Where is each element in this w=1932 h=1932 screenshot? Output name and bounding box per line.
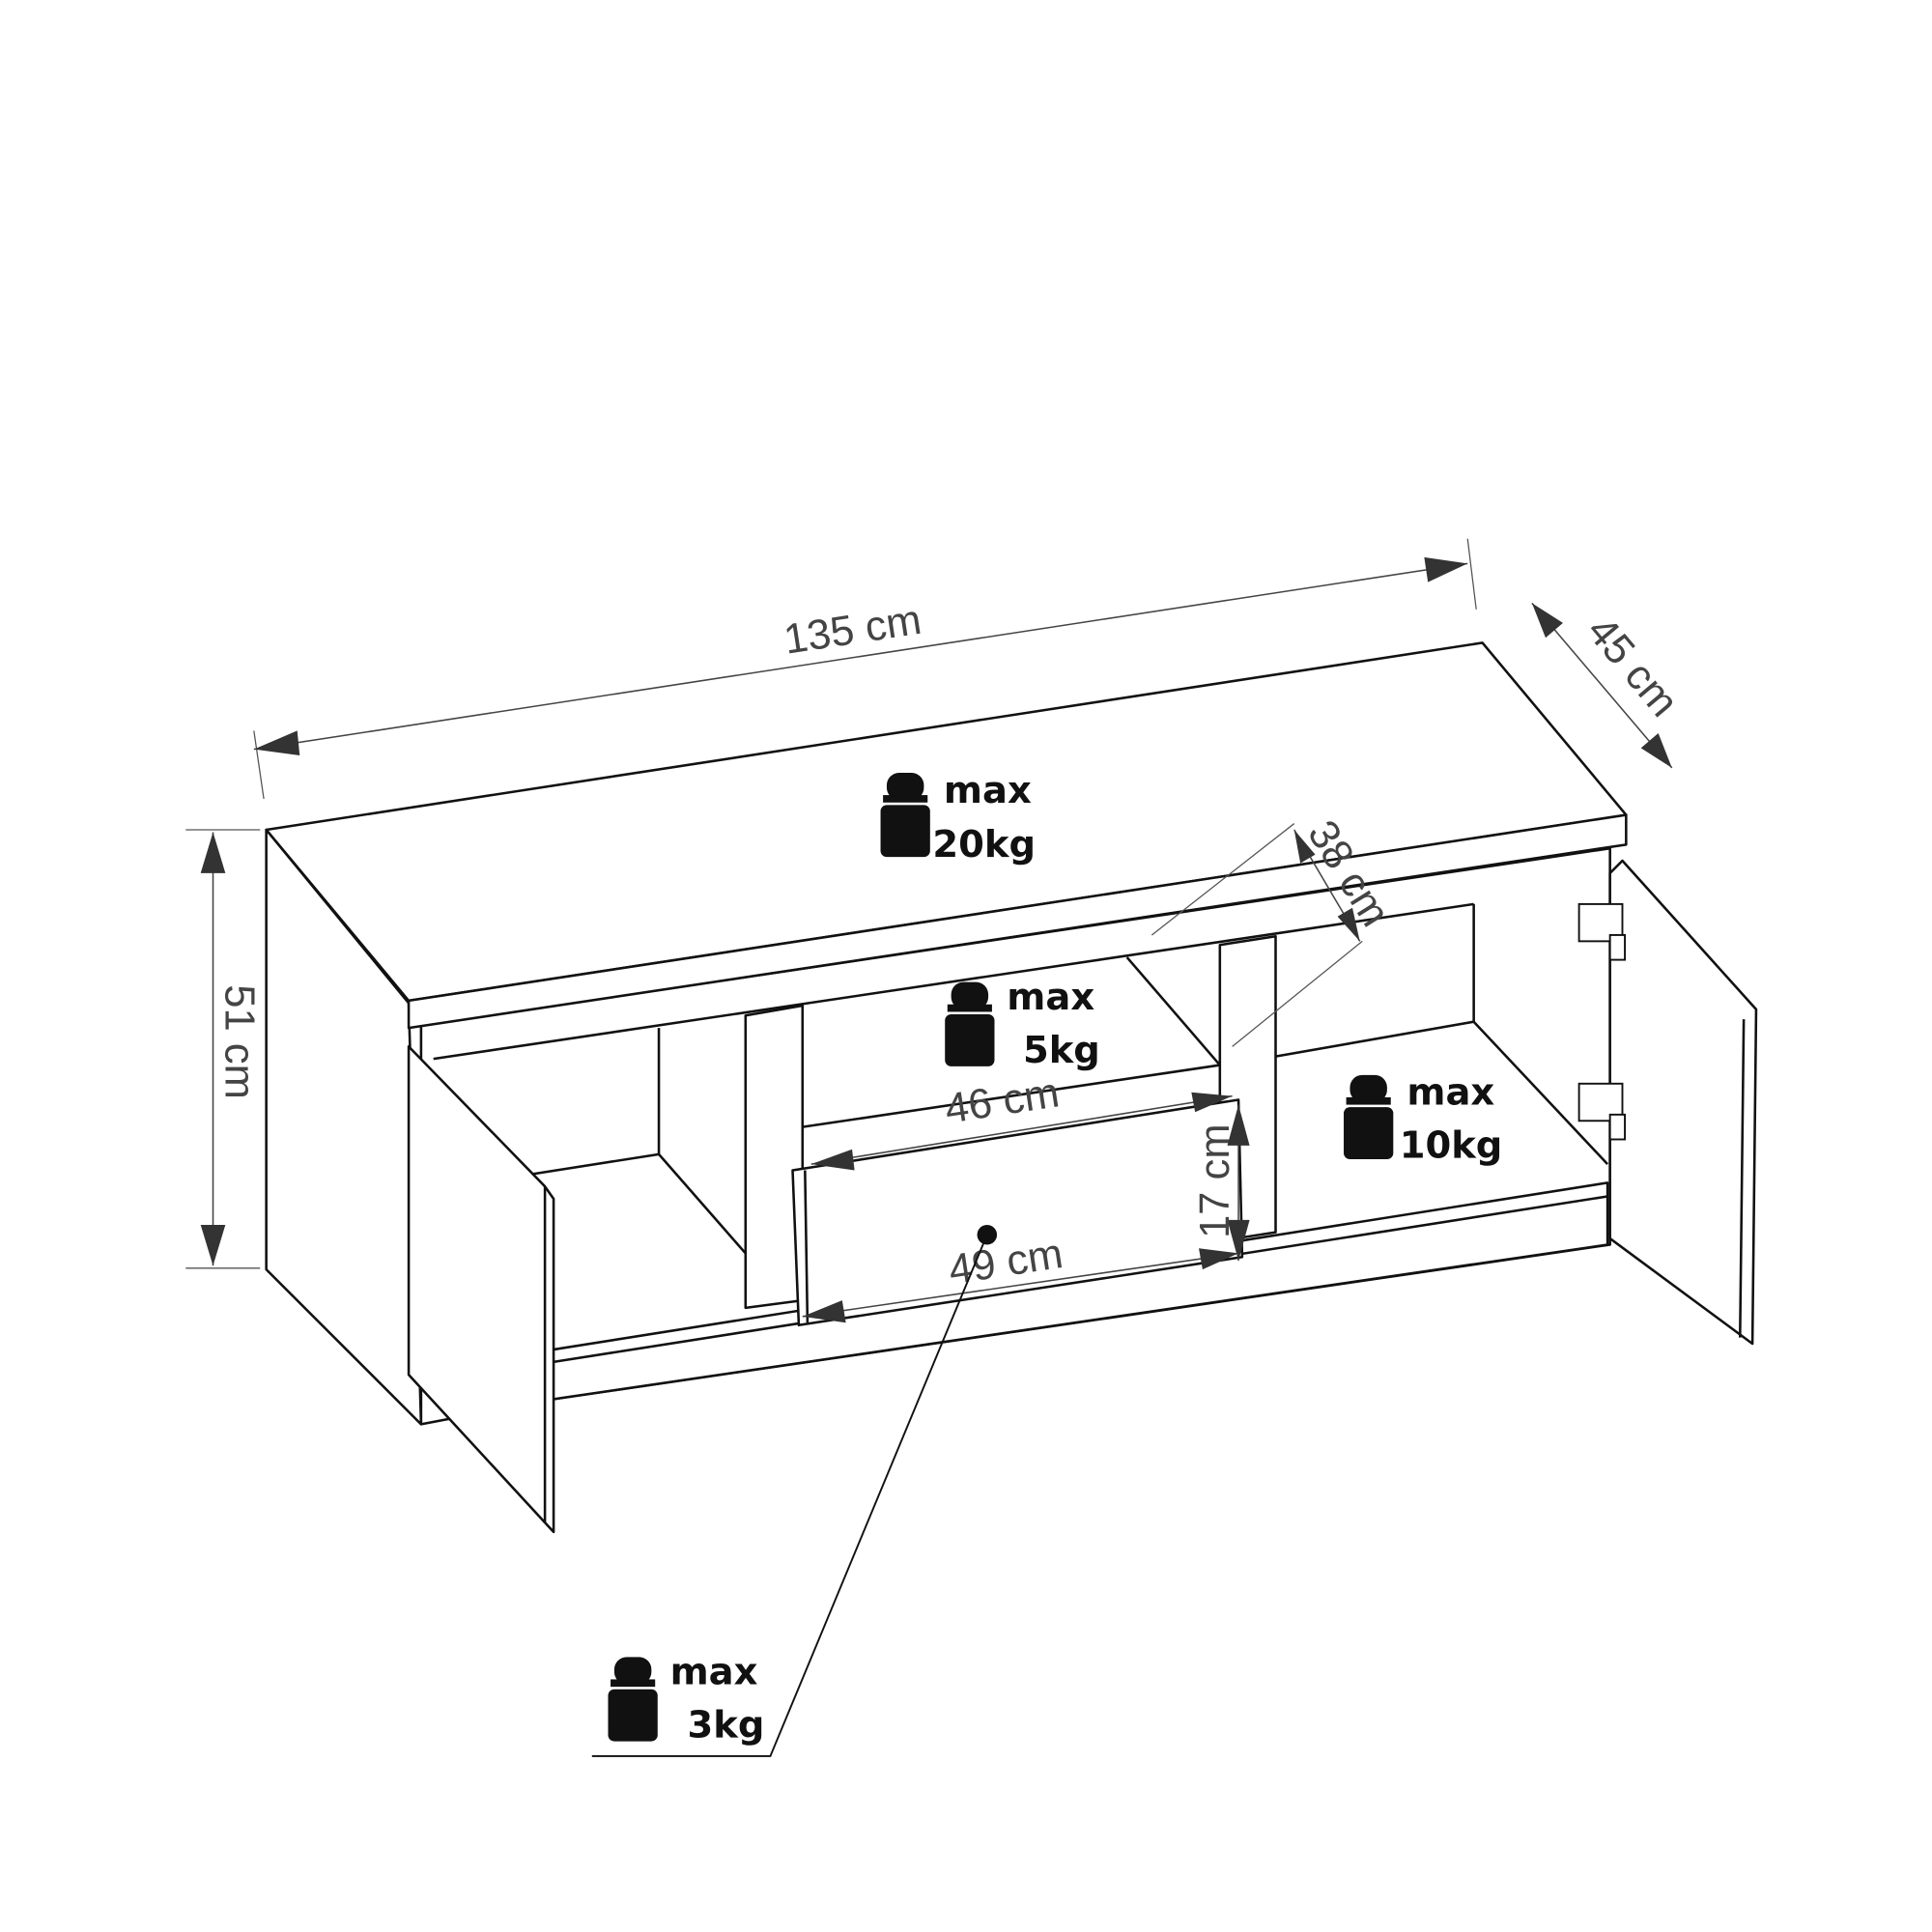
left-door xyxy=(407,1045,555,1534)
load-shelf-right: max 10kg xyxy=(1344,1071,1502,1168)
load-shelf-right-value: 10kg xyxy=(1400,1124,1503,1168)
weight-icon xyxy=(945,981,995,1066)
load-shelf-middle-label: max xyxy=(1007,976,1094,1019)
height-label: 51 cm xyxy=(215,984,262,1099)
right-door xyxy=(1608,859,1758,1346)
weight-icon xyxy=(1344,1074,1394,1159)
width-label: 135 cm xyxy=(781,597,924,664)
hinge-icon xyxy=(1577,902,1627,961)
drawer-leader-line xyxy=(591,1234,988,1757)
cabinet xyxy=(265,641,1758,1534)
drawer-height-label: 17 cm xyxy=(1192,1123,1238,1238)
dimension-drawer-height: 17 cm xyxy=(1192,1104,1250,1262)
load-top: max 20kg xyxy=(880,769,1036,867)
dimension-height: 51 cm xyxy=(185,829,262,1269)
weight-icon xyxy=(880,773,930,858)
load-top-value: 20kg xyxy=(932,823,1036,867)
top-front-edge xyxy=(407,813,1628,1030)
hinge-icon xyxy=(1577,1082,1627,1141)
left-divider xyxy=(744,1004,805,1310)
weight-icon xyxy=(608,1657,658,1742)
load-drawer: max 3kg xyxy=(608,1651,764,1747)
depth-label: 45 cm xyxy=(1577,608,1687,725)
load-shelf-right-label: max xyxy=(1406,1071,1494,1115)
load-top-label: max xyxy=(944,769,1032,812)
load-shelf-middle: max 5kg xyxy=(945,976,1100,1072)
load-shelf-middle-value: 5kg xyxy=(1023,1029,1100,1072)
load-drawer-value: 3kg xyxy=(688,1704,765,1747)
load-drawer-label: max xyxy=(670,1651,758,1694)
drawer-knob xyxy=(977,1224,998,1245)
